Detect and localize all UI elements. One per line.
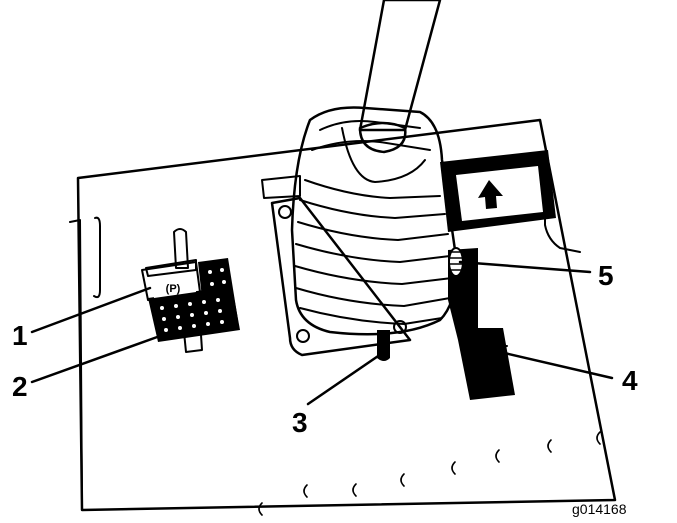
base-plate	[69, 118, 617, 512]
slot-plate	[261, 175, 301, 199]
callout-5: 5	[598, 260, 614, 291]
arrow-decal	[440, 150, 556, 232]
lever-boot	[290, 106, 458, 336]
lockout-bracket	[448, 248, 515, 400]
indicator-panel: (P)	[141, 228, 240, 353]
up-arrow-icon	[478, 180, 503, 209]
figure-id: g014168	[572, 501, 627, 517]
mounting-holes	[258, 431, 601, 516]
lever-mount-plate	[270, 196, 412, 357]
callout-3: 3	[292, 407, 308, 438]
switch-symbol-text: (P)	[166, 283, 181, 295]
adjustment-knob	[448, 247, 464, 277]
callout-4: 4	[622, 365, 638, 396]
callout-2: 2	[12, 371, 28, 402]
callout-1: 1	[12, 320, 28, 351]
leader-lines	[30, 260, 614, 406]
